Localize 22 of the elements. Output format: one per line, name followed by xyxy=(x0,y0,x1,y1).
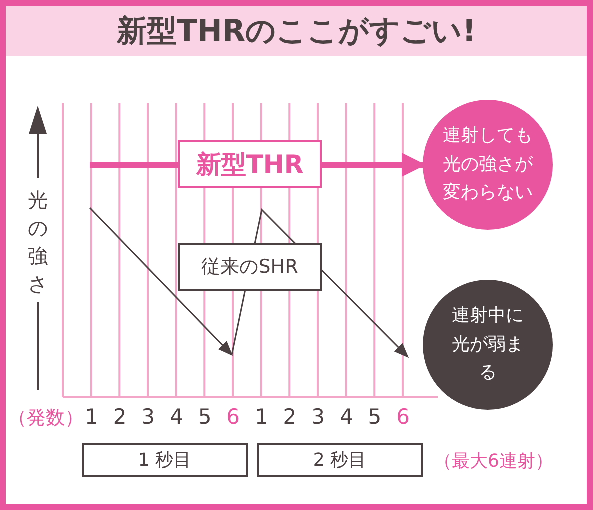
label-box: 従来のSHR xyxy=(178,243,322,291)
note-text: （最大6連射） xyxy=(434,450,554,473)
period-box: 1 秒目 xyxy=(82,443,248,477)
axis-label: （発数） xyxy=(8,406,84,431)
title-banner: 新型THRのここがすごい! xyxy=(6,6,587,56)
shot-number: 6 xyxy=(226,405,240,429)
shot-number: 1 xyxy=(254,405,268,429)
shot-number: 2 xyxy=(113,405,127,429)
shot-number: 2 xyxy=(283,405,297,429)
shot-number: 1 xyxy=(85,405,98,429)
shot-number: 4 xyxy=(340,405,354,429)
axis-label: 光の強さ xyxy=(28,187,49,298)
label-box: 新型THR xyxy=(178,140,322,188)
shot-number: 5 xyxy=(198,405,212,429)
shot-number: 4 xyxy=(170,405,184,429)
result-circle: 連射しても光の強さが変わらない xyxy=(423,100,553,230)
shot-number: 5 xyxy=(368,405,382,429)
period-box: 2 秒目 xyxy=(257,443,423,477)
shot-number: 3 xyxy=(312,405,325,429)
shot-number: 6 xyxy=(396,405,410,429)
result-circle: 連射中に光が弱まる xyxy=(423,280,553,410)
shot-number: 3 xyxy=(142,405,156,429)
